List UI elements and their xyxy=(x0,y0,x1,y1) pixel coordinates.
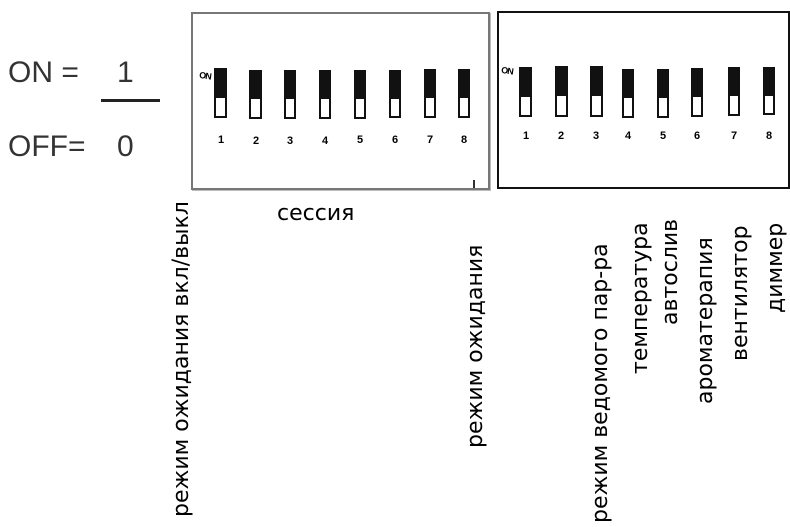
switch-number: 1 xyxy=(522,130,530,142)
dip-switch-1[interactable] xyxy=(519,67,532,117)
standby-marker-tick xyxy=(473,180,475,188)
label-auto-drain: автослив xyxy=(658,218,683,325)
dip-switch-6[interactable] xyxy=(691,68,703,117)
label-slave-mode: режим ведомого пар-ра xyxy=(588,243,613,523)
dip-switch-block-right: ON 1 2 3 4 5 6 7 8 xyxy=(497,11,790,189)
switch-number: 8 xyxy=(460,134,468,146)
switch-number: 3 xyxy=(286,135,294,147)
dip-switch-6[interactable] xyxy=(389,70,401,118)
dip-switch-8[interactable] xyxy=(458,69,470,118)
switch-number: 4 xyxy=(624,130,632,142)
dip-switch-2[interactable] xyxy=(555,66,568,117)
label-temperature: температура xyxy=(628,222,653,374)
legend-off-value: 0 xyxy=(117,130,134,163)
label-dimmer: диммер xyxy=(763,222,788,313)
dip-switch-7[interactable] xyxy=(424,69,436,118)
dip-switch-4[interactable] xyxy=(622,69,634,118)
on-mark: ON xyxy=(500,65,514,77)
switch-number: 7 xyxy=(730,130,738,142)
dip-switch-2[interactable] xyxy=(249,70,262,119)
label-session: сессия xyxy=(277,201,355,226)
legend-on-label: ON = xyxy=(8,56,79,89)
label-fan: вентилятор xyxy=(728,225,753,361)
on-mark: ON xyxy=(198,70,212,82)
switch-number: 6 xyxy=(693,130,701,142)
dip-switch-5[interactable] xyxy=(354,70,366,119)
switch-number: 2 xyxy=(252,135,260,147)
label-standby: режим ожидания xyxy=(463,244,488,448)
dip-switch-7[interactable] xyxy=(728,67,740,116)
dip-switch-1[interactable] xyxy=(214,68,227,118)
switch-number: 5 xyxy=(356,134,364,146)
label-standby-on-off: режим ожидания вкл/выкл xyxy=(169,201,194,517)
dip-switch-4[interactable] xyxy=(319,70,331,119)
switch-number: 3 xyxy=(592,130,600,142)
dip-switch-block-left: ON 1 2 3 4 5 6 7 8 xyxy=(191,12,490,190)
switch-number: 5 xyxy=(659,130,667,142)
dip-switch-8[interactable] xyxy=(763,67,775,115)
legend-on-value: 1 xyxy=(117,56,134,89)
switch-number: 6 xyxy=(391,134,399,146)
switch-number: 1 xyxy=(217,134,225,146)
switch-number: 4 xyxy=(321,135,329,147)
dip-switch-3[interactable] xyxy=(590,66,603,117)
legend-off-label: OFF= xyxy=(8,130,86,163)
legend-divider xyxy=(101,99,160,102)
label-aromatherapy: ароматерапия xyxy=(693,237,718,404)
switch-number: 7 xyxy=(426,134,434,146)
switch-number: 8 xyxy=(765,130,773,142)
dip-switch-3[interactable] xyxy=(284,70,296,119)
dip-switch-5[interactable] xyxy=(657,69,669,118)
switch-number: 2 xyxy=(557,130,565,142)
